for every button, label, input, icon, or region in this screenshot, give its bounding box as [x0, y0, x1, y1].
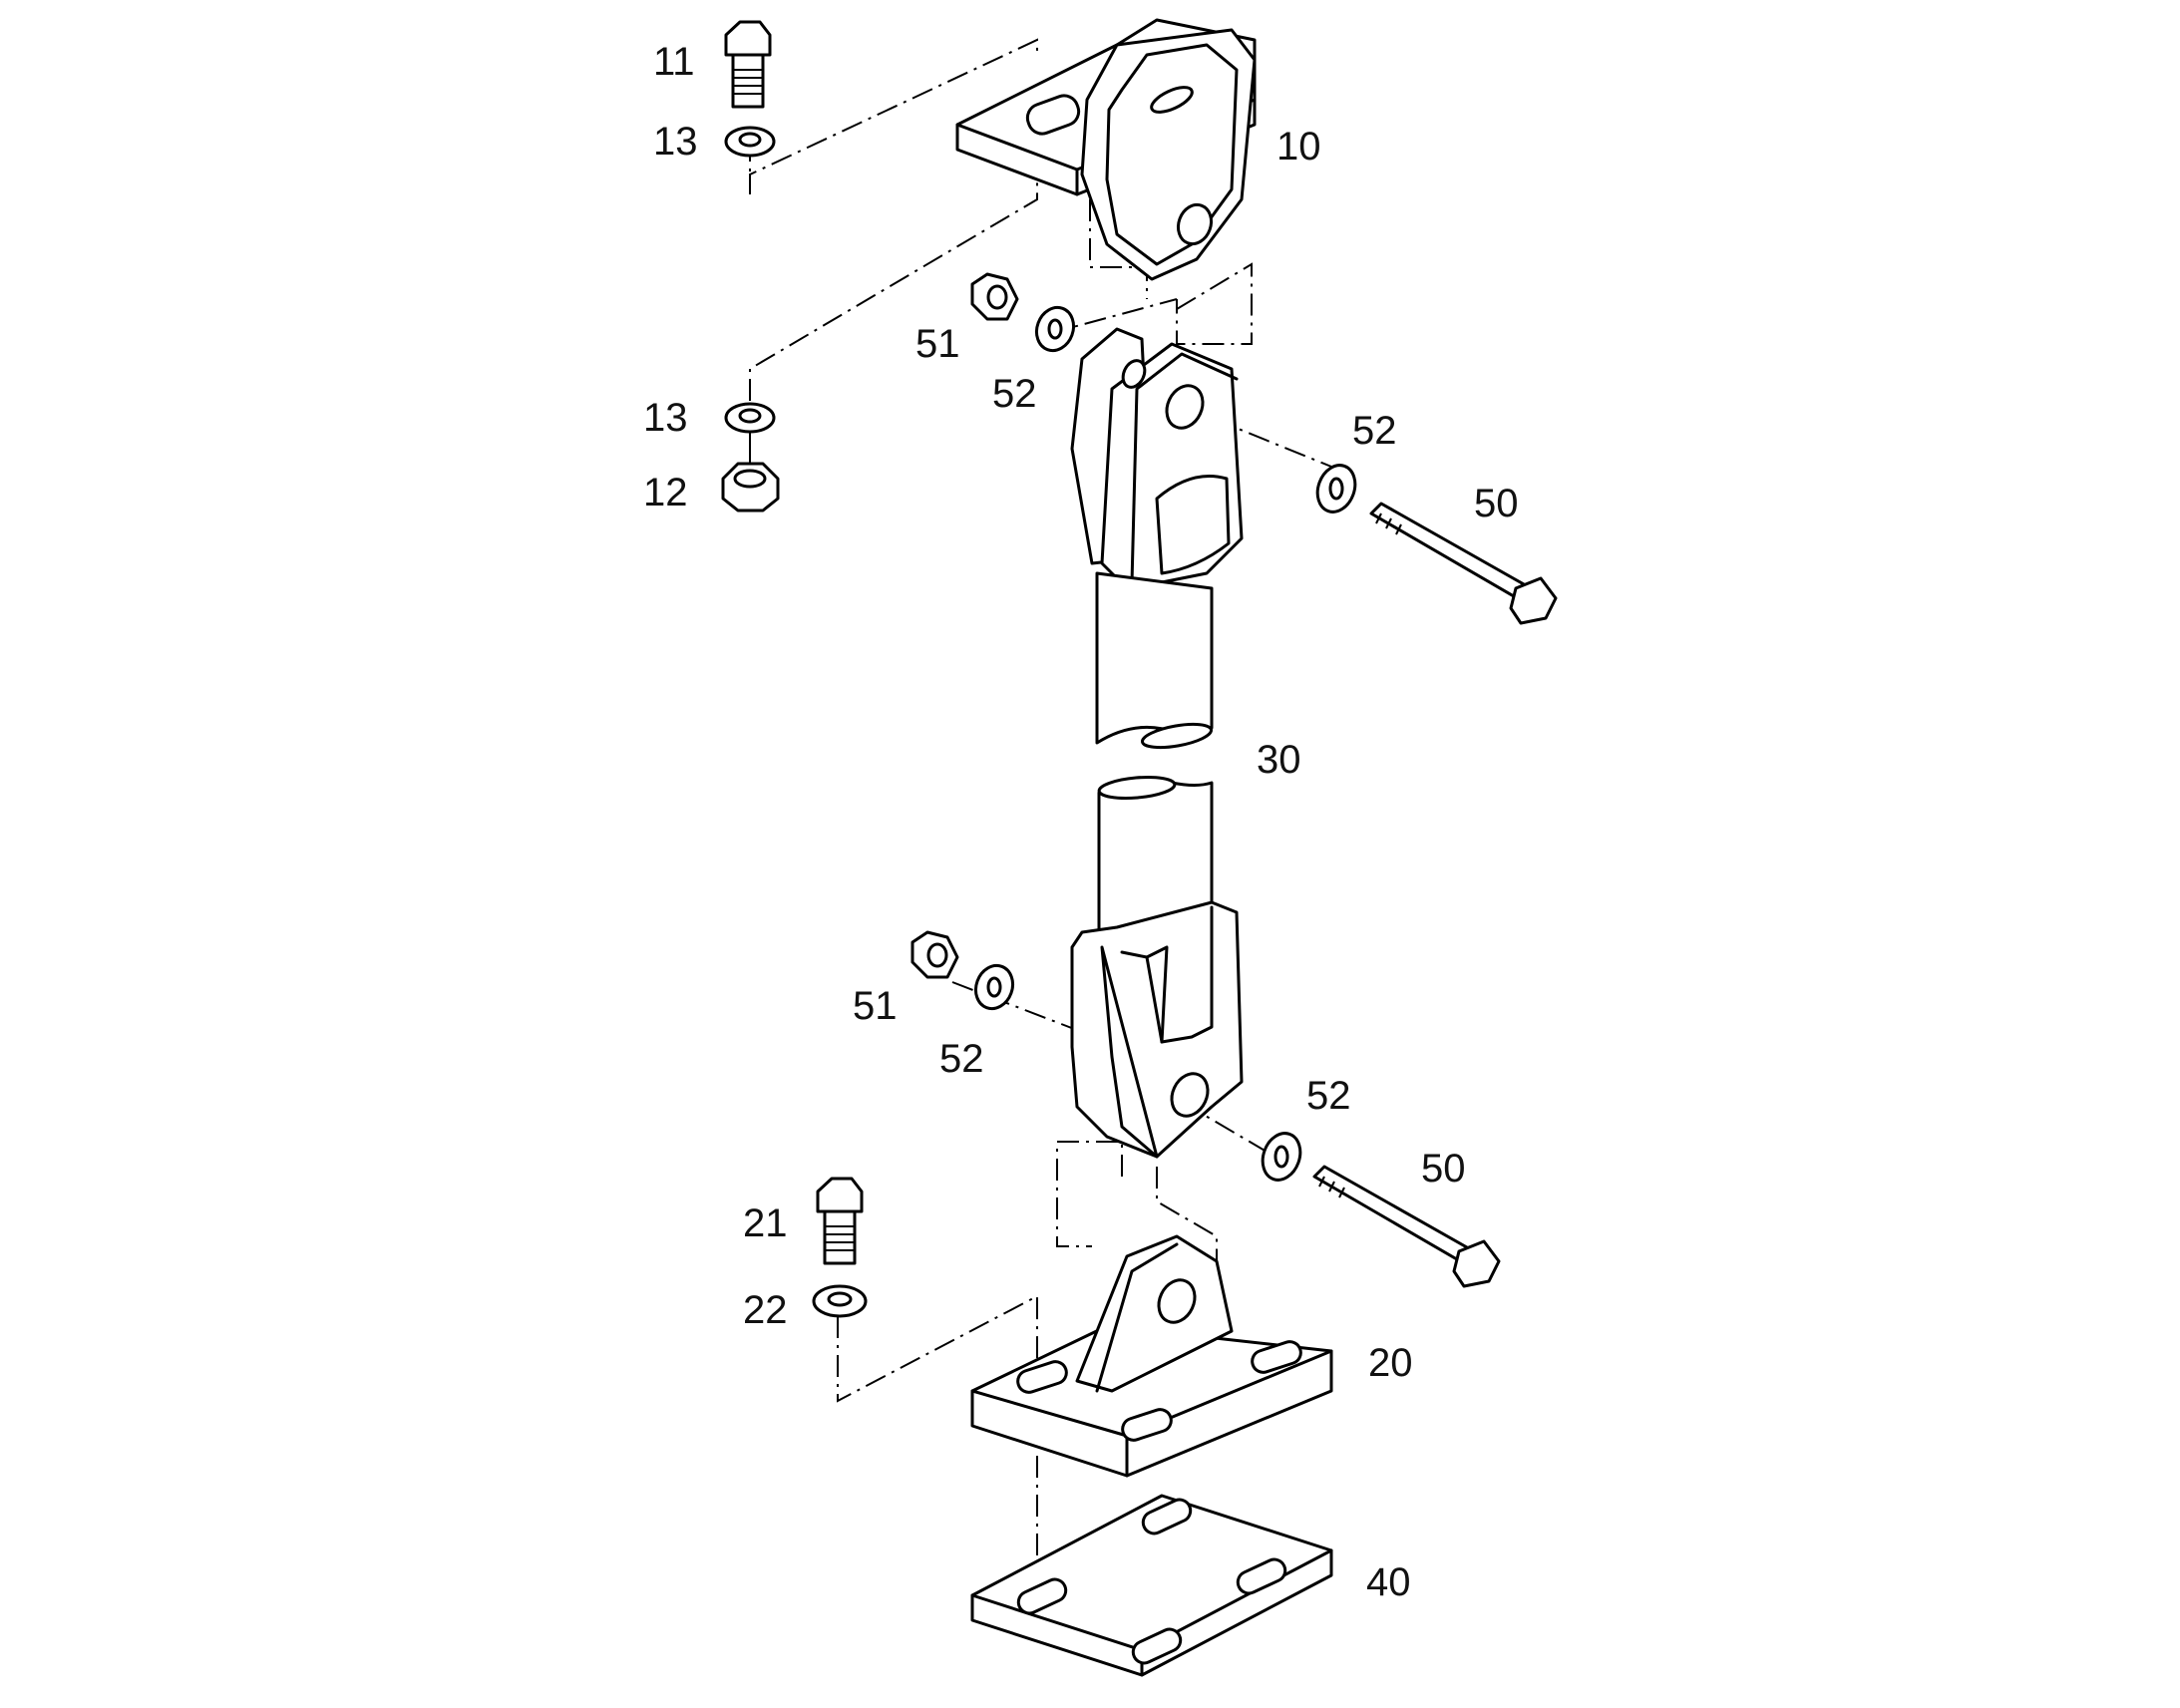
callout-50-upper: 50: [1474, 482, 1519, 525]
nut-part-12: [721, 462, 780, 512]
callout-52-upper-right: 52: [1352, 409, 1397, 453]
bolt-part-50-upper: [1369, 502, 1558, 625]
callout-22: 22: [743, 1288, 788, 1332]
callout-20: 20: [1368, 1341, 1413, 1385]
callout-11: 11: [653, 40, 695, 84]
washer-part-52-lower-right: [1261, 1132, 1302, 1182]
callout-52-lower-right: 52: [1306, 1074, 1351, 1118]
tube-part-30-upper: [1095, 571, 1214, 750]
callout-52-upper-left: 52: [992, 372, 1037, 416]
callout-40: 40: [1366, 1560, 1411, 1604]
upper-clevis: [1070, 327, 1244, 585]
shim-plate-part-40: [970, 1494, 1333, 1677]
washer-part-52-lower-left: [973, 963, 1015, 1011]
callout-51-upper: 51: [915, 322, 960, 366]
washer-part-52-upper-right: [1315, 464, 1357, 513]
callout-13-upper: 13: [653, 120, 698, 164]
nut-part-51-lower: [910, 930, 959, 979]
bolt-part-11: [724, 20, 772, 109]
bolt-part-50-lower: [1312, 1165, 1501, 1288]
washer-part-13-lower: [724, 402, 776, 434]
callout-labels: 11 13 10 51 52 13 12 52 50 30 51 52 52 5…: [643, 40, 1519, 1604]
lower-clevis: [1070, 900, 1244, 1159]
washer-part-52-upper-left: [1034, 305, 1076, 353]
callout-52-lower-left: 52: [939, 1037, 984, 1081]
callout-30: 30: [1257, 738, 1301, 782]
bolt-part-21: [816, 1177, 864, 1265]
callout-51-lower: 51: [853, 984, 898, 1028]
callout-12: 12: [643, 471, 688, 514]
washer-part-22: [812, 1284, 868, 1318]
callout-13-lower: 13: [643, 396, 688, 440]
nut-part-51-upper: [970, 272, 1019, 321]
washer-part-13-upper: [724, 126, 776, 158]
upper-bracket-part-10: [955, 18, 1257, 281]
callout-21: 21: [743, 1201, 788, 1245]
base-plate-part-20: [970, 1234, 1333, 1478]
callout-50-lower: 50: [1421, 1147, 1466, 1191]
callout-10: 10: [1276, 125, 1321, 169]
